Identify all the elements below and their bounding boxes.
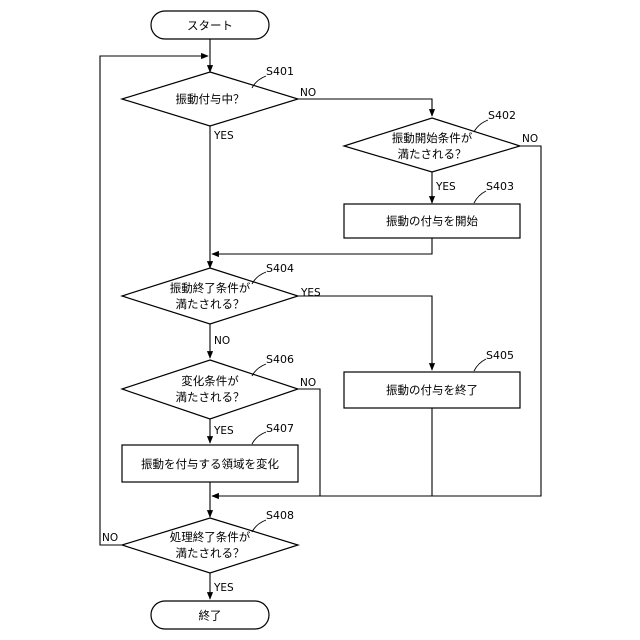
decision-s404: 振動終了条件が 満たされる？ [122, 268, 298, 324]
step-leader-s403 [474, 191, 486, 203]
connector-s401-no [298, 99, 432, 116]
branch-label-s402-no: NO [522, 133, 538, 145]
decision-s408-label-line2: 満たされる？ [176, 546, 245, 560]
step-label-s403: S403 [486, 180, 514, 193]
process-s403-label: 振動の付与を開始 [386, 214, 478, 228]
branch-label-s408-no: NO [102, 532, 118, 544]
decision-s402-label-line2: 満たされる？ [398, 147, 467, 161]
step-leader-s407 [252, 432, 266, 444]
process-s403: 振動の付与を開始 [344, 204, 520, 238]
decision-s406-label-line2: 満たされる？ [176, 390, 245, 404]
branch-label-s401-yes: YES [213, 130, 234, 142]
step-label-s408: S408 [266, 509, 294, 522]
branch-label-s401-no: NO [300, 87, 316, 99]
branch-label-s404-no: NO [214, 335, 230, 347]
branch-label-s404-yes: YES [300, 287, 321, 299]
start-label: スタート [187, 19, 233, 33]
step-leader-s405 [474, 359, 486, 371]
decision-s404-label-line1: 振動終了条件が [170, 281, 251, 295]
decision-s404-label-line2: 満たされる？ [176, 297, 245, 311]
connector-s404-yes [298, 296, 432, 370]
step-leader-s402 [474, 120, 488, 132]
end-label: 終了 [199, 609, 222, 623]
decision-s408-label-line1: 処理終了条件が [170, 530, 251, 544]
branch-label-s406-no: NO [300, 377, 316, 389]
branch-label-s408-yes: YES [213, 582, 234, 594]
process-s407: 振動を付与する領域を変化 [122, 445, 298, 482]
step-label-s402: S402 [488, 109, 516, 122]
step-label-s407: S407 [266, 422, 294, 435]
branch-label-s406-yes: YES [213, 425, 234, 437]
process-s405: 振動の付与を終了 [344, 372, 520, 408]
process-s407-label: 振動を付与する領域を変化 [141, 457, 279, 471]
decision-s408: 処理終了条件が 満たされる？ [122, 518, 298, 573]
decision-s401-label: 振動付与中？ [176, 92, 245, 106]
branch-label-s402-yes: YES [435, 181, 456, 193]
step-label-s405: S405 [486, 349, 514, 362]
step-label-s406: S406 [266, 353, 294, 366]
decision-s406-label-line1: 変化条件が [181, 374, 239, 388]
connector-s403-merge [212, 238, 432, 254]
process-s405-label: 振動の付与を終了 [386, 383, 478, 397]
decision-s401: 振動付与中？ [122, 72, 298, 126]
decision-s406: 変化条件が 満たされる？ [122, 360, 298, 419]
decision-s402-label-line1: 振動開始条件が [392, 131, 473, 145]
step-label-s404: S404 [266, 262, 294, 275]
decision-s402: 振動開始条件が 満たされる？ [344, 118, 520, 172]
connector-s402-no [212, 146, 541, 496]
start-terminal: スタート [151, 11, 269, 39]
step-leader-s408 [252, 520, 266, 532]
connector-s406-no [298, 389, 320, 496]
step-label-s401: S401 [266, 65, 294, 78]
end-terminal: 終了 [151, 601, 269, 629]
